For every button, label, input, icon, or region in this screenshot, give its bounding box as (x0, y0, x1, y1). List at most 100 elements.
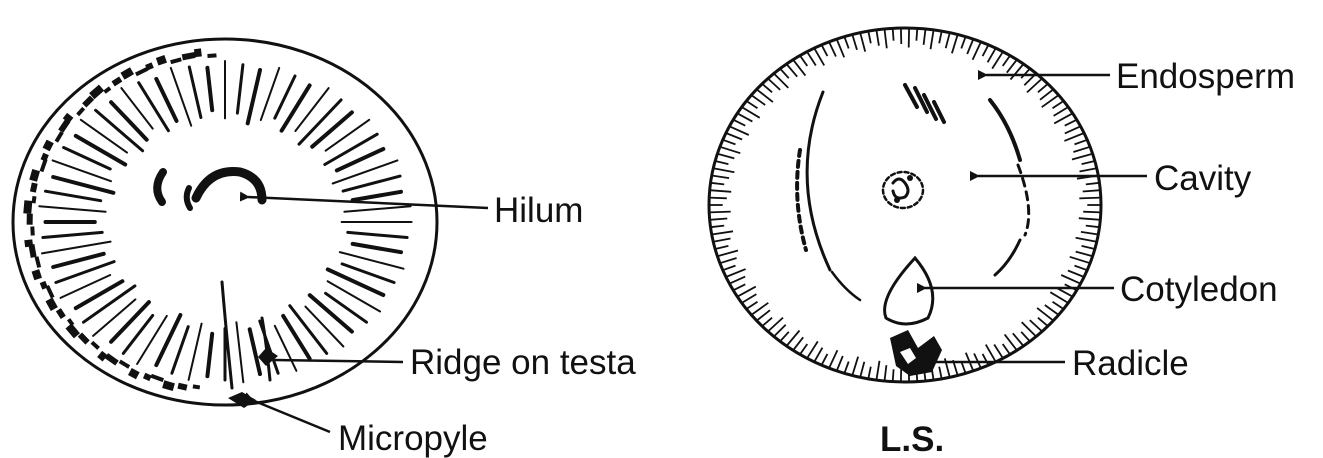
coat-hatch (1053, 101, 1064, 108)
cavity-label: Cavity (1154, 159, 1252, 198)
striation (189, 324, 202, 380)
rim-patch (29, 169, 40, 182)
striation (53, 254, 103, 267)
coat-hatch (807, 52, 816, 66)
striation (343, 176, 400, 191)
hilum-label: Hilum (494, 191, 583, 230)
rim-patch (150, 374, 164, 382)
coat-hatch (1045, 305, 1059, 315)
coat-hatch (720, 147, 740, 153)
rim-patch (65, 323, 79, 338)
coat-hatch (973, 42, 981, 60)
coat-hatch (852, 357, 858, 376)
coat-hatch (793, 337, 803, 350)
ls-caption: L.S. (880, 420, 944, 458)
coat-hatch (1003, 56, 1010, 66)
coat-hatch (885, 365, 887, 381)
coat-hatch (711, 183, 725, 185)
section-outline (709, 28, 1101, 382)
endosperm-label: Endosperm (1116, 57, 1295, 96)
coat-hatch (751, 95, 765, 105)
radicle-mark (890, 330, 942, 376)
coat-hatch (713, 168, 734, 172)
rim-patch (30, 183, 38, 193)
coat-hatch (1086, 226, 1100, 228)
coat-hatch (1070, 257, 1090, 263)
striation (353, 192, 401, 200)
rim-patch (162, 380, 175, 391)
coat-hatch (711, 226, 725, 228)
rim-patch (55, 131, 64, 142)
coat-hatch (746, 302, 757, 309)
rim-patch (76, 107, 85, 116)
coat-hatch (852, 35, 857, 50)
coat-hatch (1013, 333, 1024, 346)
coat-hatch (1079, 218, 1101, 220)
coat-hatch (992, 52, 1003, 69)
coat-hatch (876, 361, 879, 380)
coat-hatch (787, 64, 798, 77)
coat-hatch (710, 219, 728, 220)
coat-hatch (1082, 246, 1095, 249)
rim-patch (207, 53, 216, 58)
rim-patch (24, 239, 33, 247)
striation (344, 206, 410, 212)
coat-hatch (967, 39, 973, 54)
coat-hatch (1080, 168, 1097, 171)
coat-hatch (780, 69, 789, 79)
coat-hatch (712, 231, 733, 234)
coat-hatch (988, 48, 996, 62)
striation (189, 67, 201, 118)
striation (207, 68, 212, 110)
striation (325, 134, 377, 164)
coat-hatch (939, 31, 942, 43)
coat-hatch (717, 251, 738, 257)
rim-patch (119, 360, 130, 369)
coat-hatch (774, 325, 786, 337)
striation (172, 327, 188, 374)
coat-hatch (924, 29, 926, 45)
striation (46, 191, 101, 201)
coat-hatch (876, 30, 879, 46)
cotyledon-label: Cotyledon (1120, 270, 1278, 309)
coat-hatch (1065, 120, 1077, 126)
coat-hatch (1083, 212, 1101, 213)
rim-patch (27, 214, 33, 225)
coat-hatch (983, 354, 989, 365)
coat-hatch (729, 126, 748, 135)
coat-hatch (946, 33, 950, 49)
coat-hatch (733, 120, 745, 126)
rim-patch (128, 368, 140, 379)
coat-hatch (733, 284, 745, 290)
micropyle-leader (252, 400, 330, 432)
striation (76, 281, 123, 308)
striation (42, 242, 111, 254)
coat-hatch (837, 356, 843, 371)
coat-hatch (931, 30, 934, 49)
coat-hatch (1083, 190, 1101, 191)
striation (305, 307, 343, 347)
coat-hatch (868, 367, 871, 379)
coat-hatch (713, 239, 730, 242)
coat-hatch (961, 362, 965, 374)
coat-hatch (829, 42, 836, 57)
coat-hatch (868, 31, 871, 43)
coat-hatch (983, 45, 989, 56)
coat-hatch (916, 28, 917, 40)
rim-patch (97, 351, 107, 362)
coat-hatch (1075, 266, 1088, 271)
ridge-on-testa-leader (274, 360, 403, 362)
striation (295, 88, 328, 131)
coat-hatch (822, 45, 828, 56)
coat-hatch (844, 37, 848, 49)
coat-hatch (885, 29, 887, 48)
rim-patch (103, 86, 111, 93)
striation (111, 302, 149, 342)
testa-dark-patches (23, 48, 216, 391)
rim-patch (30, 226, 34, 235)
coat-hatch (1040, 89, 1053, 100)
seed-longitudinal-section: Endosperm Cavity Cotyledon Radicle L.S. (709, 28, 1295, 458)
coat-hatch (723, 266, 736, 271)
coat-hatch (715, 161, 728, 164)
